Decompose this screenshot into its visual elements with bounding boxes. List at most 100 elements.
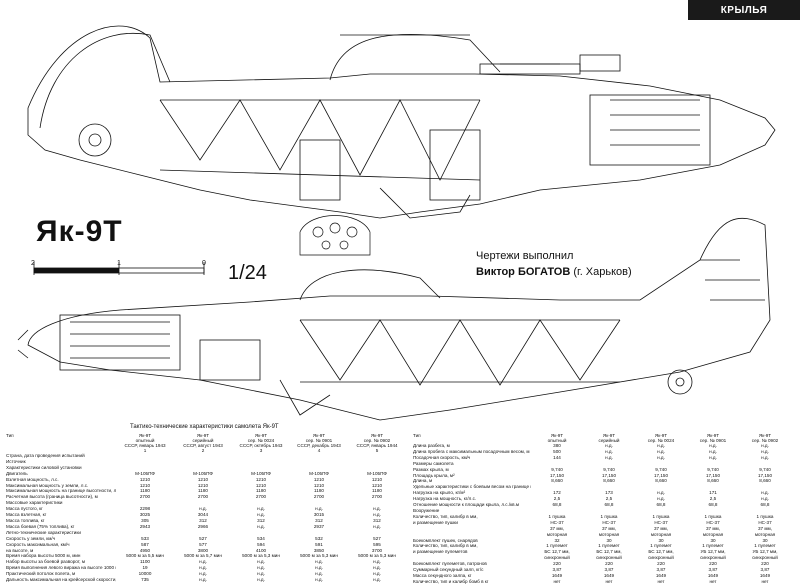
table-cell: 17,150	[653, 472, 669, 478]
table-cell: 1180	[256, 488, 266, 494]
table-cell: 2937	[313, 523, 325, 529]
table-cell: 9,740	[655, 466, 667, 472]
table-cell: н.д.	[605, 443, 613, 448]
table-cell: н.д.	[257, 523, 265, 529]
table-row: Длина пробега с максимальным посадочным …	[413, 449, 791, 455]
table-row: Количество, тип, калибр в мм, 1 пушка 1 пу…	[413, 514, 791, 520]
table-cell: 3850	[313, 547, 325, 553]
table-cell: 171	[709, 490, 717, 496]
scale-bar-label-mid: 1	[117, 260, 121, 267]
row-label: Площадь крыла, м²	[413, 472, 455, 478]
table-cell: 17,150	[549, 472, 565, 478]
header-line: 4	[317, 448, 321, 453]
table-cell: 3700	[371, 547, 383, 553]
table-cell: 17,150	[705, 472, 721, 478]
table-cell: М-105ПФ	[367, 470, 387, 476]
table-cell: 2298	[139, 506, 151, 512]
row-label: Расчетная высота (граница высотности), м	[6, 494, 98, 500]
table-cell: нет	[657, 578, 665, 584]
header-line: серийный	[598, 438, 620, 443]
table-cell: 587	[141, 541, 149, 547]
header-line: опытный	[135, 438, 155, 443]
table-row: Отношение мощности к площади крыла, л.с.…	[413, 502, 791, 508]
row-label: Масса боевая (75% топлива), кг	[6, 523, 75, 529]
table-cell: БС 12,7 мм,	[544, 549, 570, 555]
row-label: Вооружение	[413, 507, 440, 513]
upper-side-view	[27, 25, 776, 219]
header-line: сер. № 0024	[247, 438, 275, 443]
aircraft-title: Як-9Т	[36, 215, 123, 248]
table-cell: н.д.	[315, 506, 323, 512]
table-cell: 2700	[255, 494, 267, 500]
table-cell: 534	[257, 535, 265, 541]
table-cell: н.д.	[199, 577, 207, 583]
table-cell: 1 пулемет	[702, 543, 724, 549]
table-title: Тактико-технические характеристики самол…	[130, 424, 279, 430]
table-cell: 591	[315, 541, 323, 547]
table-cell: 37 мм,	[602, 525, 616, 531]
table-cell: НС-37	[706, 519, 720, 525]
table-cell: М-105ПФ	[135, 470, 155, 476]
table-cell: 8,660	[655, 478, 667, 484]
table-cell: 527	[373, 535, 381, 541]
table-cell: 1210	[313, 482, 325, 488]
table-cell: НС-37	[550, 519, 564, 525]
table-cell: моторная	[650, 531, 672, 537]
table-cell: 1210	[313, 476, 325, 482]
table-cell: 1 пулемет	[650, 543, 672, 549]
row-label: Скорость у земли, км/ч	[6, 535, 56, 541]
table-cell: 1 пушка	[756, 513, 774, 519]
table-cell: 1180	[372, 488, 382, 494]
row-label: Нагрузка на мощность, кг/л.с.	[413, 496, 477, 502]
table-cell: 3044	[197, 512, 209, 518]
table-cell: 68,8	[604, 502, 614, 508]
header-line: Як-9Т	[654, 433, 668, 438]
table-cell: 577	[199, 541, 207, 547]
table-cell: н.д.	[605, 448, 613, 454]
header-line: 2	[201, 448, 205, 453]
table-row: Характеристики силовой установки	[6, 465, 406, 471]
header-line: 5	[375, 448, 379, 453]
table-cell: н.д.	[761, 496, 769, 502]
table-cell: нет	[553, 578, 561, 584]
table-cell: 37 мм,	[550, 525, 564, 531]
header-line: Як-9Т	[312, 433, 326, 438]
header-line: опытный	[547, 438, 567, 443]
table-cell: 1180	[140, 488, 150, 494]
table-cell: 3025	[139, 512, 151, 518]
row-label: и размещение пушки	[413, 519, 458, 525]
credit-name: Виктор БОГАТОВ	[476, 266, 571, 278]
table-cell: 32	[554, 537, 560, 543]
table-cell: М-105ПФ	[193, 470, 213, 476]
table-cell: 9,740	[603, 466, 615, 472]
scale-label: 1/24	[228, 262, 267, 284]
table-cell: 1 пушка	[652, 513, 670, 519]
table-cell: 2700	[139, 494, 151, 500]
row-label: на высоте, м	[6, 547, 34, 553]
table-cell: 594	[257, 541, 265, 547]
row-label: Летно-технические характеристики	[6, 529, 81, 535]
table-cell: 2700	[313, 494, 325, 500]
row-label: Двигатель	[6, 470, 28, 476]
table-cell: н.д.	[657, 454, 665, 460]
header-line: серийный	[192, 438, 214, 443]
row-label: Количество, тип, калибр в мм,	[413, 513, 478, 519]
header-line: Як-9Т	[370, 433, 384, 438]
table-cell: УБ 12,7 мм,	[752, 549, 778, 555]
row-label: Характеристики силовой установки	[6, 464, 82, 470]
table-cell: 172	[553, 490, 561, 496]
table-cell: 312	[257, 517, 265, 523]
table-cell: 68,8	[708, 502, 718, 508]
row-label: Скорость максимальная, км/ч	[6, 541, 70, 547]
